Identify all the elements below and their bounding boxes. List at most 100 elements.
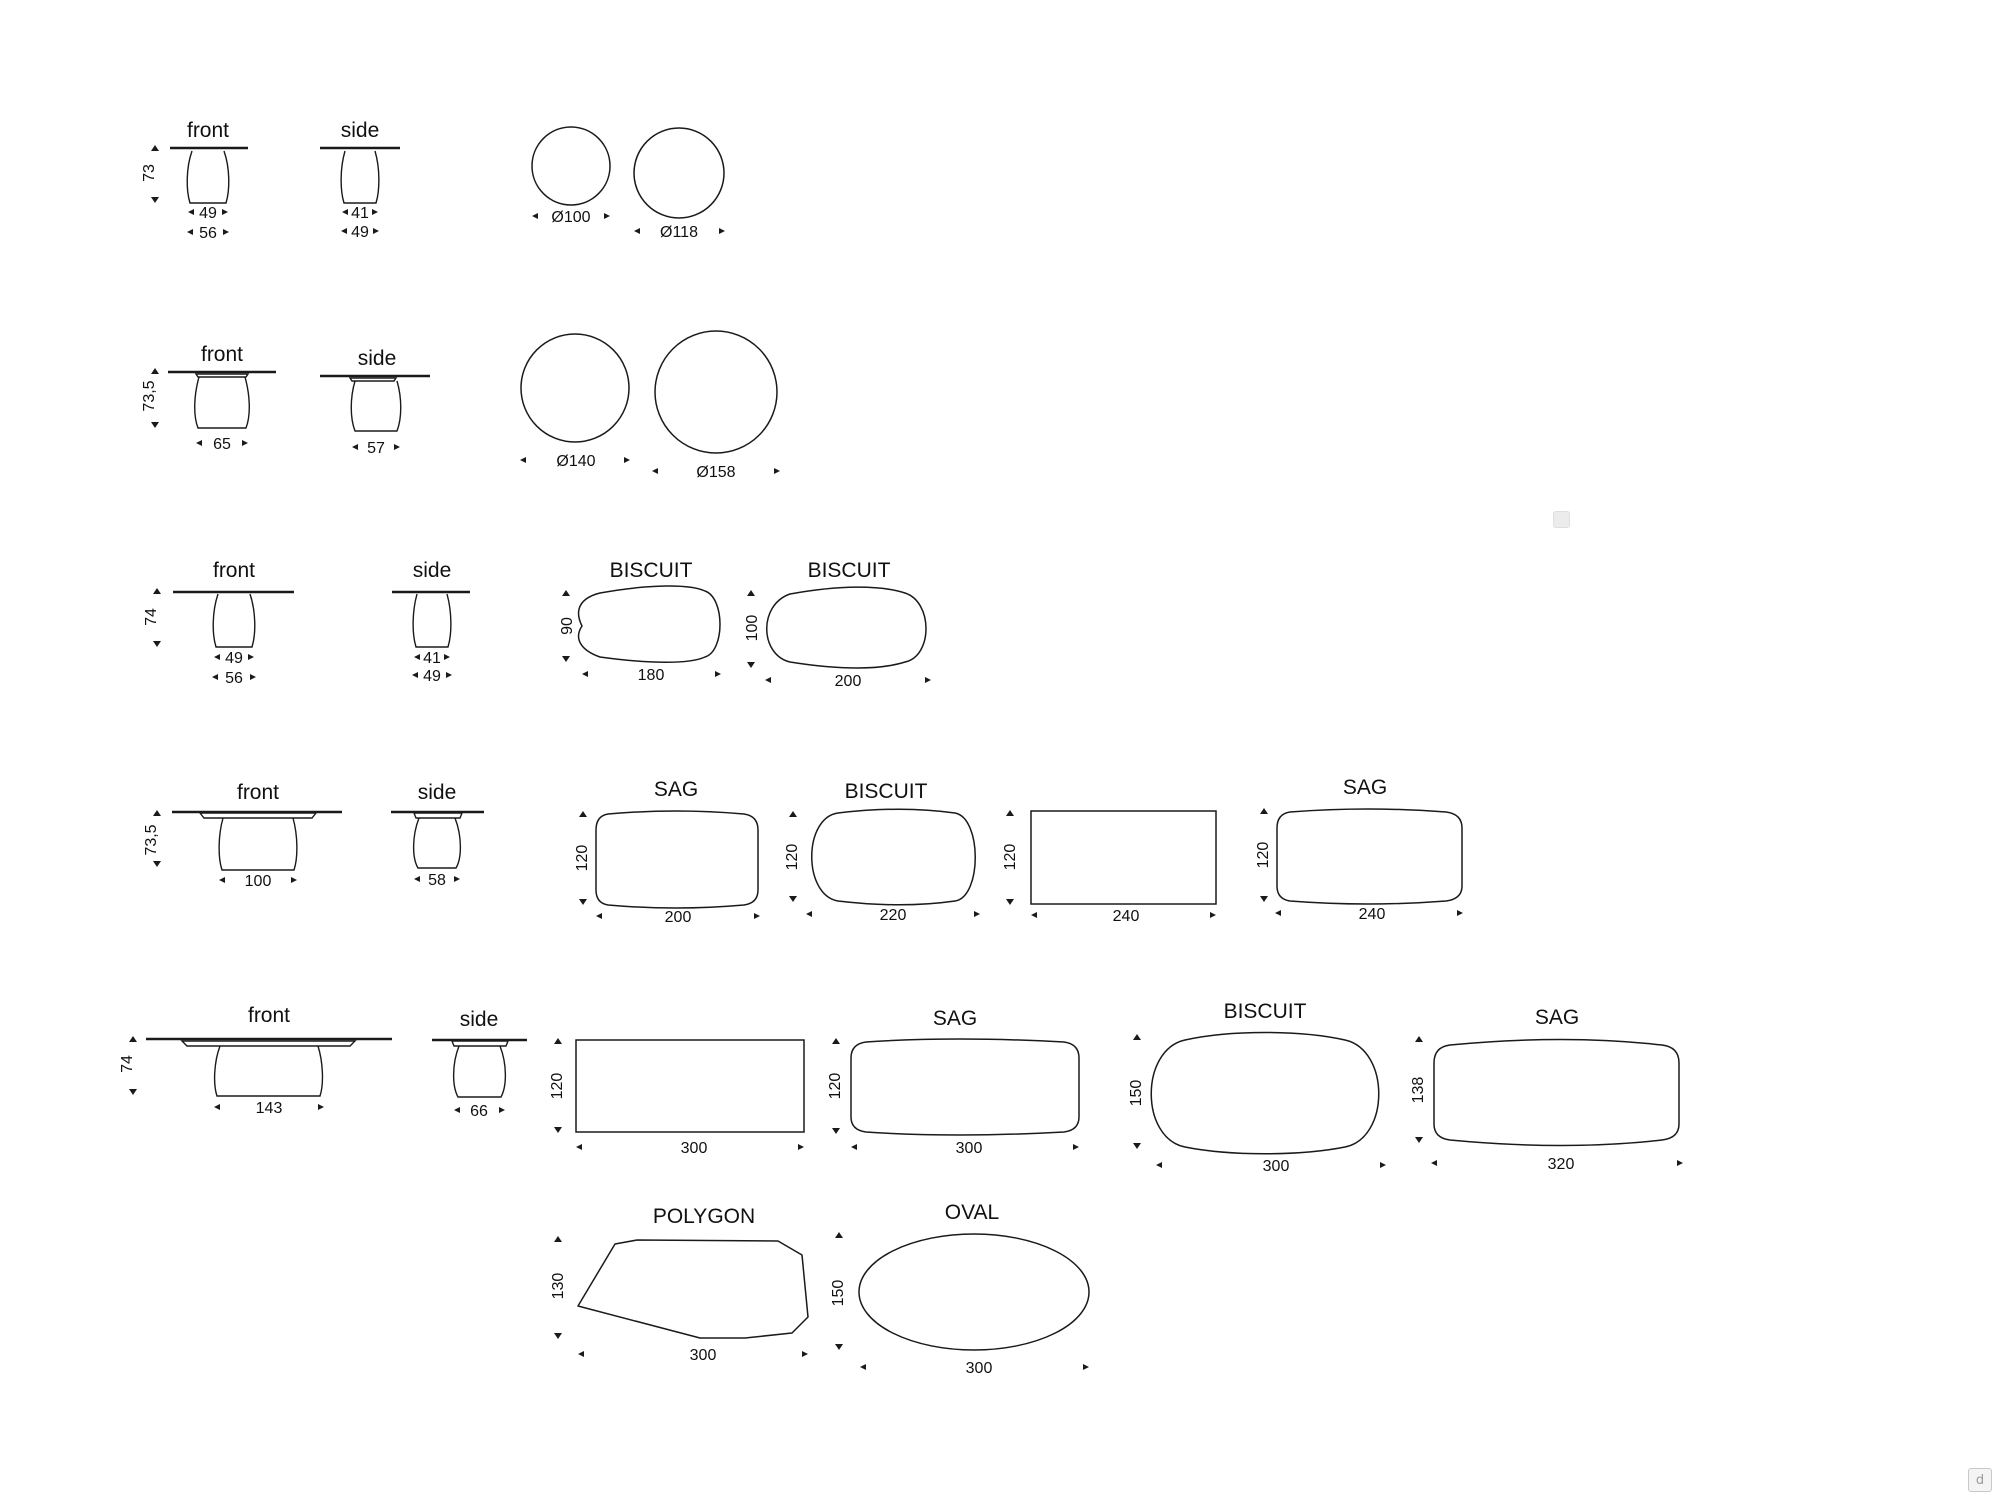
dim-diameter: Ø140: [556, 453, 595, 470]
dim-width: 56: [199, 225, 217, 242]
dim-diameter: Ø100: [551, 209, 590, 226]
row-1: front 73 49 56 side 41 49: [141, 119, 725, 242]
view-label: side: [413, 559, 452, 582]
view-label: side: [460, 1008, 499, 1031]
dim-width: 100: [245, 873, 272, 890]
view-label: front: [248, 1004, 290, 1027]
dim-depth: 120: [784, 844, 801, 871]
dim-depth: 90: [559, 617, 576, 635]
view-label: side: [358, 347, 397, 370]
dim-width: 58: [428, 872, 446, 889]
dim-height: 73,5: [141, 380, 158, 411]
shape-label: SAG: [1343, 776, 1387, 799]
row-4: front 73,5 100 side 58 SAG 120: [143, 776, 1463, 926]
shape-label: OVAL: [945, 1201, 999, 1224]
view-label: side: [418, 781, 457, 804]
front-view: front 73,5 65: [141, 343, 276, 453]
row-3: front 74 49 56 side 41 49 BISCUIT: [143, 559, 931, 690]
round-top: Ø140: [520, 333, 630, 470]
dim-depth: 150: [1128, 1080, 1145, 1107]
dim-length: 300: [690, 1347, 717, 1364]
biscuit-top: BISCUIT 150 300: [1128, 1000, 1386, 1175]
dim-depth: 138: [1410, 1077, 1427, 1104]
biscuit-top: BISCUIT 90 180: [559, 559, 721, 684]
round-top: Ø118: [633, 127, 725, 241]
dim-height: 74: [143, 608, 160, 626]
view-label: front: [187, 119, 229, 142]
shape-label: POLYGON: [653, 1205, 755, 1228]
side-view: side 58: [391, 781, 484, 889]
dim-width: 65: [213, 436, 231, 453]
corner-logo-icon: d: [1968, 1468, 1992, 1492]
side-view: side 41 49: [320, 119, 400, 241]
row-5: front 74 143 side 66 120: [119, 1000, 1683, 1175]
view-label: side: [341, 119, 380, 142]
oval-top: OVAL 150 300: [830, 1201, 1090, 1377]
round-top: Ø158: [652, 330, 780, 481]
shape-label: BISCUIT: [1224, 1000, 1307, 1023]
biscuit-top: BISCUIT 120 220: [784, 780, 980, 924]
row-2: front 73,5 65 side 57 Ø140: [141, 330, 780, 481]
dim-width: 143: [256, 1100, 283, 1117]
dim-depth: 120: [827, 1073, 844, 1100]
scan-mark: [1553, 511, 1570, 528]
dim-width: 41: [351, 205, 369, 222]
dim-depth: 100: [744, 615, 761, 642]
shape-label: BISCUIT: [808, 559, 891, 582]
dim-width: 49: [199, 205, 217, 222]
dim-width: 57: [367, 440, 385, 457]
sag-top: SAG 120 300: [827, 1007, 1080, 1157]
dim-width: 56: [225, 670, 243, 687]
dim-width: 66: [470, 1103, 488, 1120]
shape-label: BISCUIT: [845, 780, 928, 803]
dim-length: 180: [638, 667, 665, 684]
dim-length: 240: [1113, 908, 1140, 925]
dim-width: 49: [225, 650, 243, 667]
dim-length: 300: [681, 1140, 708, 1157]
dim-length: 220: [880, 907, 907, 924]
biscuit-top: BISCUIT 100 200: [744, 559, 931, 690]
dim-length: 320: [1548, 1156, 1575, 1173]
sag-top: SAG 138 320: [1410, 1006, 1683, 1173]
front-view: front 74 143: [119, 1004, 392, 1117]
dim-length: 300: [1263, 1158, 1290, 1175]
view-label: front: [213, 559, 255, 582]
shape-label: SAG: [933, 1007, 977, 1030]
shape-label: SAG: [1535, 1006, 1579, 1029]
dim-length: 300: [966, 1360, 993, 1377]
round-top: Ø100: [531, 126, 611, 226]
dim-length: 240: [1359, 906, 1386, 923]
dim-diameter: Ø118: [660, 224, 698, 241]
dim-height: 73,5: [143, 824, 160, 855]
row-6: POLYGON 130 300 OVAL 150 300: [550, 1201, 1090, 1377]
view-label: front: [237, 781, 279, 804]
dim-depth: 120: [574, 845, 591, 872]
dim-width: 41: [423, 650, 441, 667]
front-view: front 73,5 100: [143, 781, 342, 890]
polygon-top: POLYGON 130 300: [550, 1205, 809, 1364]
rect-top: 120 300: [549, 1038, 805, 1157]
rect-top: 120 240: [1002, 810, 1217, 925]
dim-depth: 120: [549, 1073, 566, 1100]
dim-length: 200: [665, 909, 692, 926]
dim-height: 73: [141, 164, 158, 182]
sag-top: SAG 120 240: [1255, 776, 1463, 923]
dim-depth: 120: [1255, 842, 1272, 869]
shape-label: SAG: [654, 778, 698, 801]
dim-depth: 120: [1002, 844, 1019, 871]
front-view: front 73 49 56: [141, 119, 248, 242]
side-view: side 41 49: [392, 559, 470, 685]
dim-width: 49: [423, 668, 441, 685]
shape-label: BISCUIT: [610, 559, 693, 582]
view-label: front: [201, 343, 243, 366]
sag-top: SAG 120 200: [574, 778, 760, 926]
dim-depth: 130: [550, 1273, 567, 1300]
side-view: side 66: [432, 1008, 527, 1120]
dim-diameter: Ø158: [696, 464, 735, 481]
dim-height: 74: [119, 1055, 136, 1073]
dim-depth: 150: [830, 1280, 847, 1307]
side-view: side 57: [320, 347, 430, 457]
dim-width: 49: [351, 224, 369, 241]
front-view: front 74 49 56: [143, 559, 294, 687]
